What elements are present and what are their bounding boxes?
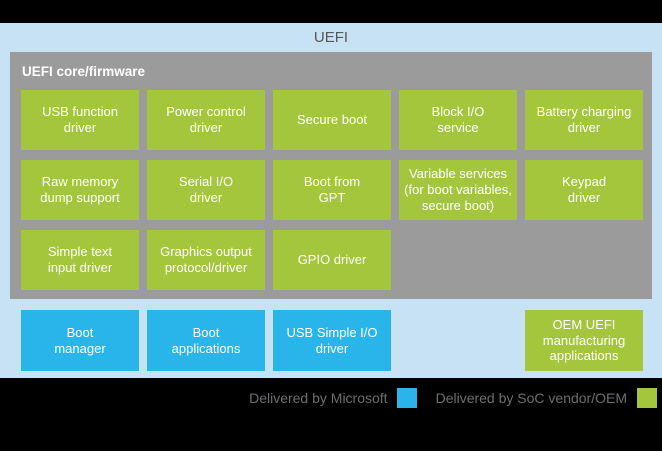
box-boot-applications: Boot applications bbox=[147, 310, 265, 371]
legend-label-microsoft: Delivered by Microsoft bbox=[249, 390, 388, 406]
core-box-boot-from-gpt: Boot from GPT bbox=[273, 160, 391, 220]
core-box-serial-io-driver: Serial I/O driver bbox=[147, 160, 265, 220]
diagram-title: UEFI bbox=[313, 29, 349, 46]
uefi-core-container: UEFI core/firmware USB function driver P… bbox=[10, 52, 652, 299]
box-boot-manager: Boot manager bbox=[21, 310, 139, 371]
core-box-simple-text-input-driver: Simple text input driver bbox=[21, 230, 139, 290]
core-box-block-io-service: Block I/O service bbox=[399, 90, 517, 150]
box-oem-uefi-manufacturing-applications: OEM UEFI manufacturing applications bbox=[525, 310, 643, 371]
uefi-core-label: UEFI core/firmware bbox=[22, 64, 146, 79]
core-box-secure-boot: Secure boot bbox=[273, 90, 391, 150]
legend-swatch-soc-vendor bbox=[637, 388, 657, 408]
legend-swatch-microsoft bbox=[396, 388, 417, 408]
core-box-variable-services: Variable services (for boot variables, s… bbox=[399, 160, 517, 220]
diagram-background: UEFI UEFI core/firmware USB function dri… bbox=[0, 23, 662, 378]
core-box-keypad-driver: Keypad driver bbox=[525, 160, 643, 220]
external-components-row: Boot manager Boot applications USB Simpl… bbox=[21, 310, 643, 371]
legend: Delivered by Microsoft Delivered by SoC … bbox=[249, 388, 657, 408]
core-box-gpio-driver: GPIO driver bbox=[273, 230, 391, 290]
uefi-core-grid: USB function driver Power control driver… bbox=[10, 90, 652, 290]
box-usb-simple-io-driver: USB Simple I/O driver bbox=[273, 310, 391, 371]
core-box-raw-memory-dump-support: Raw memory dump support bbox=[21, 160, 139, 220]
legend-label-soc-vendor: Delivered by SoC vendor/OEM bbox=[435, 390, 627, 406]
core-box-graphics-output-protocol: Graphics output protocol/driver bbox=[147, 230, 265, 290]
core-box-usb-function-driver: USB function driver bbox=[21, 90, 139, 150]
core-box-power-control-driver: Power control driver bbox=[147, 90, 265, 150]
core-box-battery-charging-driver: Battery charging driver bbox=[525, 90, 643, 150]
